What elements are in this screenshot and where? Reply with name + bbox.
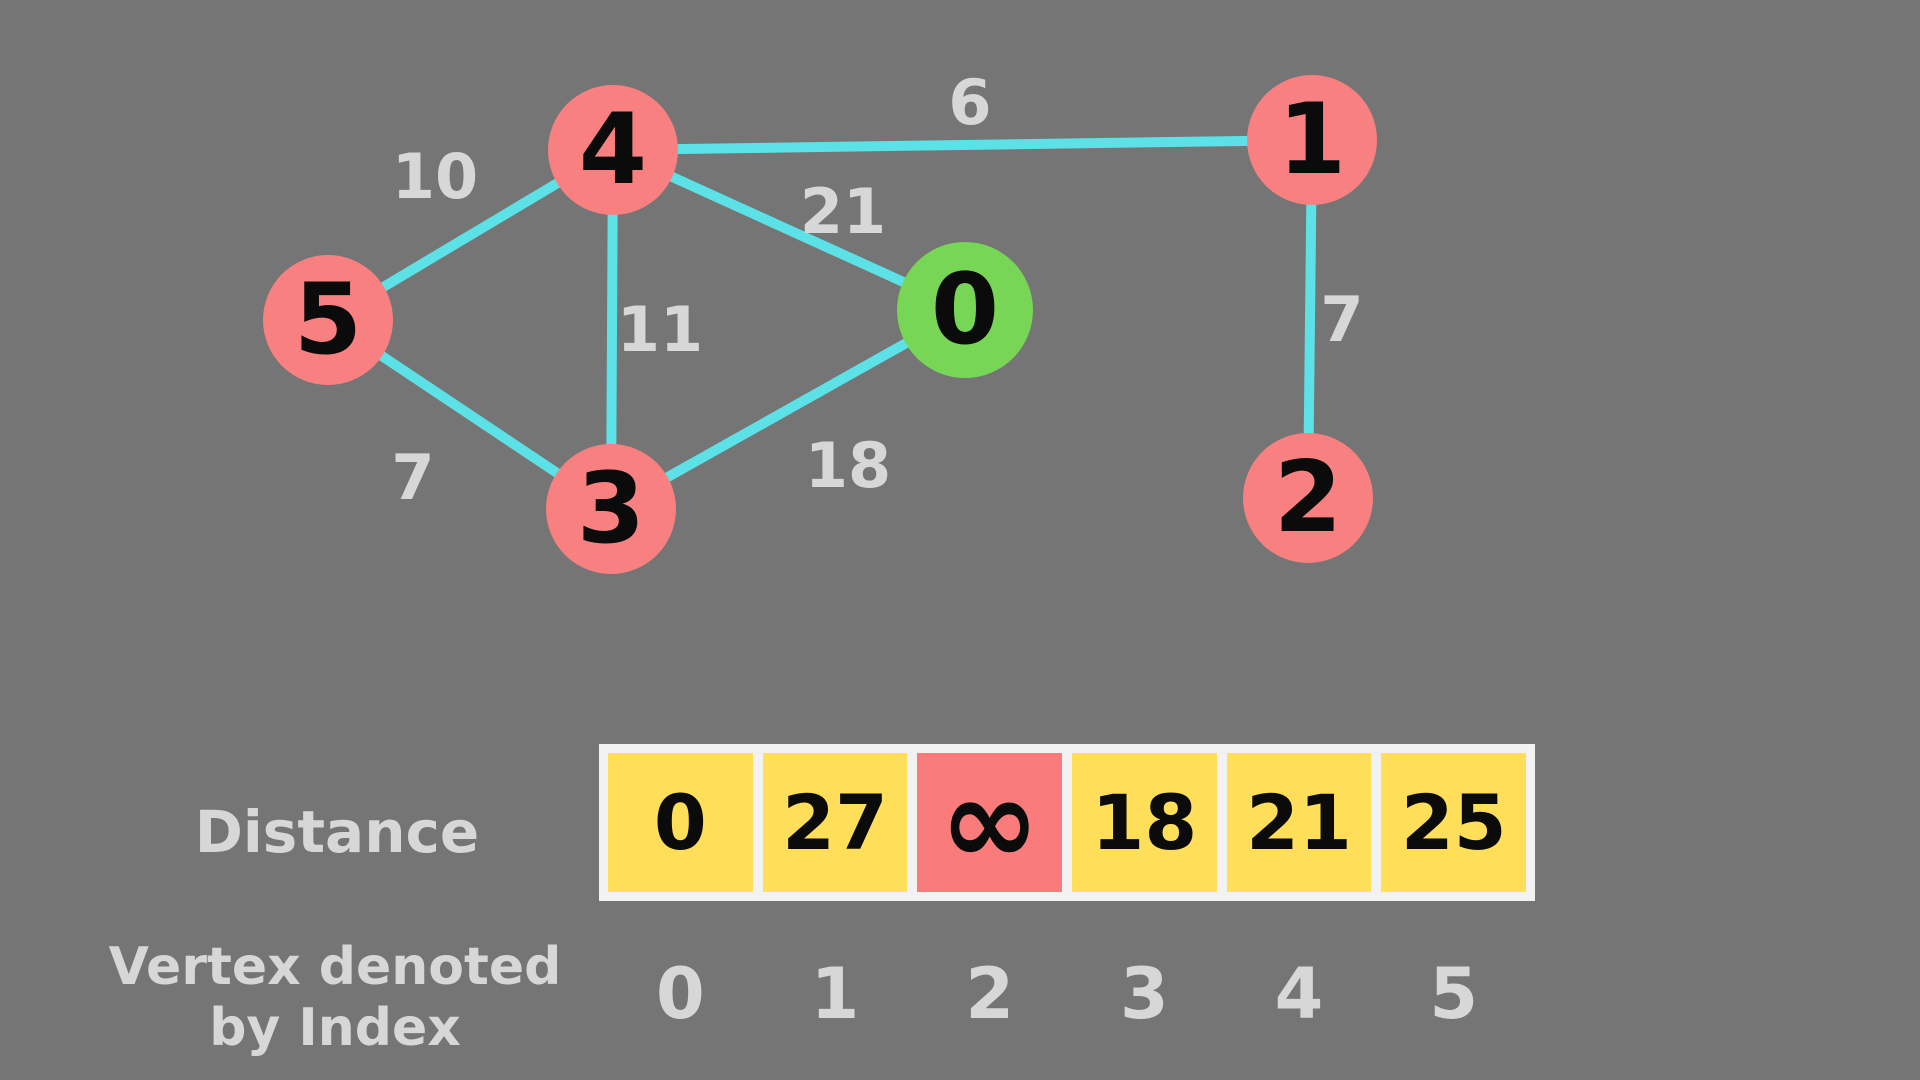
graph-node-5: 5 [263, 255, 393, 385]
distance-value-5: 25 [1400, 778, 1507, 867]
edge-weight-5-3: 7 [391, 441, 435, 514]
node-4-label: 4 [578, 93, 648, 207]
distance-cell-4: 21 [1226, 753, 1372, 892]
distance-value-4: 21 [1246, 778, 1352, 867]
edge-weight-0-3: 18 [804, 429, 892, 502]
vertex-index-label-line1: Vertex denoted [108, 937, 562, 997]
edge-4-1 [608, 135, 1317, 155]
vertex-index-label-line2: by Index [209, 997, 461, 1058]
edge-weight-4-1: 6 [948, 66, 992, 139]
index-label-0: 0 [655, 953, 705, 1035]
graph-node-4: 4 [548, 85, 678, 215]
index-label-3: 3 [1119, 953, 1169, 1035]
distance-value-0: 0 [653, 778, 707, 867]
vertex-index-row-label: Vertex denoted by Index [55, 937, 615, 1059]
graph-node-3: 3 [546, 444, 676, 574]
graph-node-2: 2 [1243, 433, 1373, 563]
index-label-2: 2 [965, 953, 1015, 1035]
node-1-label: 1 [1277, 83, 1347, 197]
edge-weight-4-0: 21 [799, 175, 887, 248]
distance-cell-3: 18 [1072, 753, 1217, 892]
index-label-4: 4 [1274, 953, 1324, 1035]
distance-row-label: Distance [194, 798, 480, 866]
graph-node-0-source: 0 [897, 242, 1033, 378]
edge-weight-4-5: 10 [391, 140, 479, 213]
graph-node-1: 1 [1247, 75, 1377, 205]
node-3-label: 3 [576, 452, 646, 566]
node-0-label: 0 [930, 253, 1000, 367]
edge-weight-1-2: 7 [1320, 283, 1364, 356]
distance-value-1: 27 [782, 778, 888, 867]
edge-weight-4-3: 11 [616, 293, 704, 366]
index-label-5: 5 [1429, 953, 1479, 1035]
distance-value-2-infinity: ∞ [939, 752, 1040, 892]
distance-cell-2-highlighted: ∞ [917, 752, 1063, 892]
node-5-label: 5 [293, 263, 363, 377]
distance-value-3: 18 [1091, 778, 1198, 867]
distance-cell-0: 0 [608, 753, 753, 892]
distance-cell-5: 25 [1381, 753, 1527, 892]
distance-array: 0 27 ∞ 18 21 25 [599, 744, 1535, 901]
distance-cell-1: 27 [762, 753, 908, 892]
node-2-label: 2 [1273, 441, 1343, 555]
vertex-index-row: 0 1 2 3 4 5 [599, 952, 1535, 1036]
index-label-1: 1 [810, 953, 860, 1035]
